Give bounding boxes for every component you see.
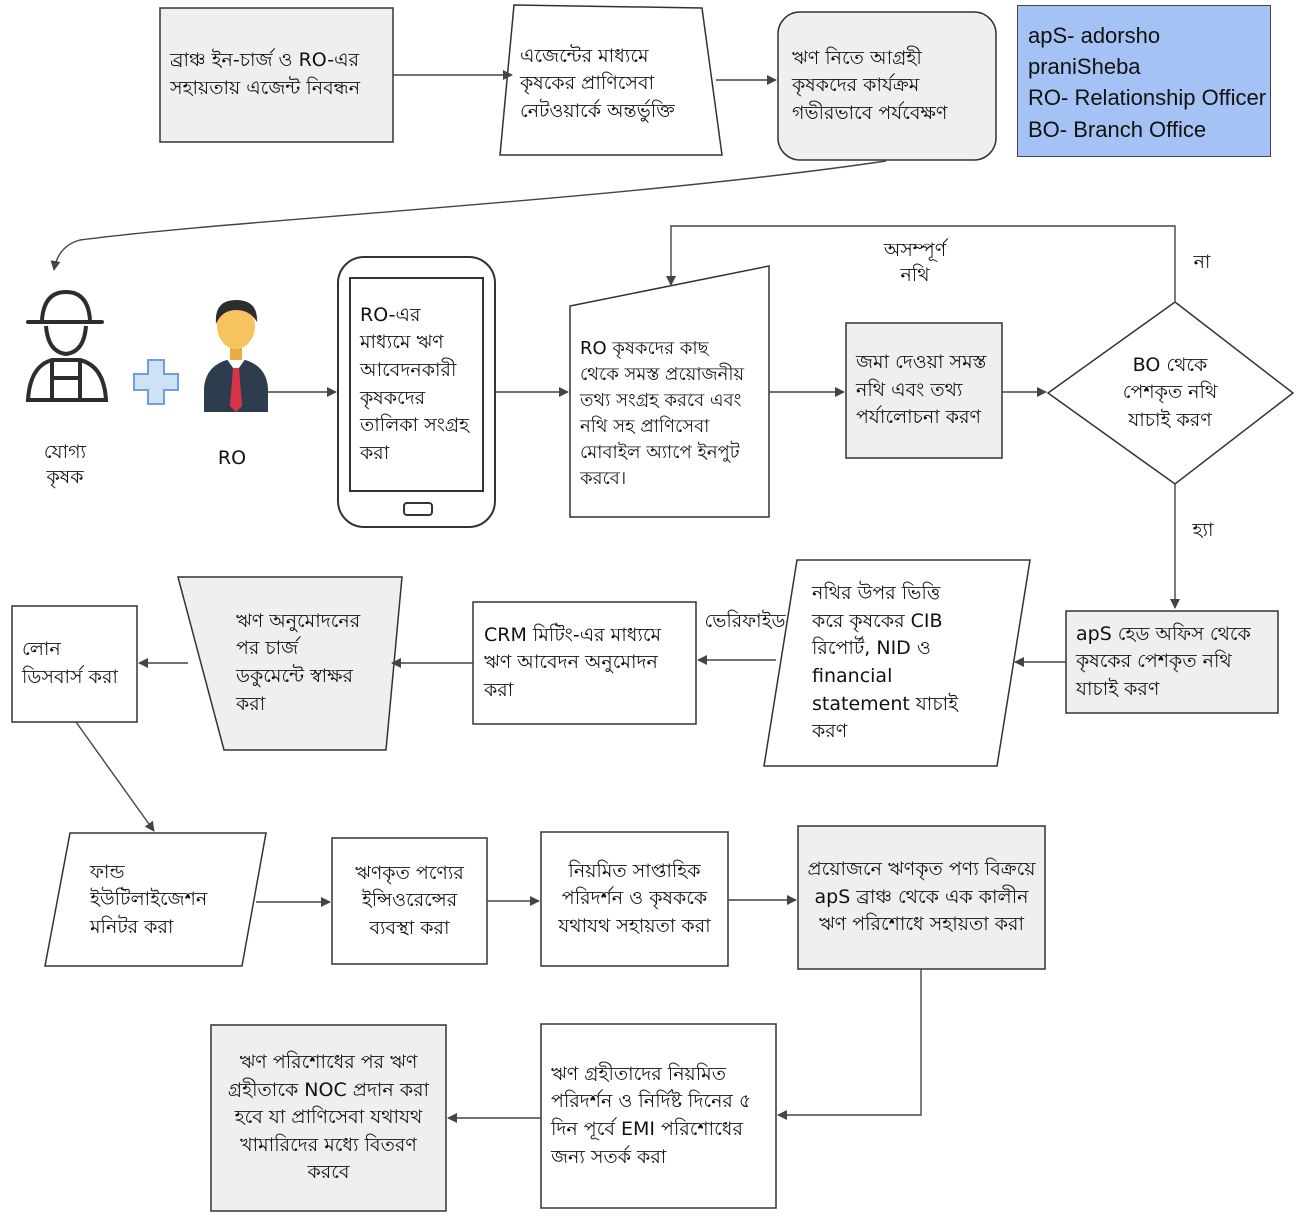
incomplete-docs-label: অসম্পূর্ণ নথি xyxy=(883,239,947,286)
legend-line-4: BO- Branch Office xyxy=(1028,116,1207,142)
crm-approval-text: CRM মিটিং-এর মাধ্যমে ঋণ আবেদন অনুমোদন কর… xyxy=(484,623,662,701)
legend-line-1: apS- adorsho xyxy=(1028,23,1161,48)
bo-verify-text: BO থেকে পেশকৃত নথি যাচাই করণ xyxy=(1122,353,1218,431)
loan-disburse-box xyxy=(11,605,138,723)
ro-label: RO xyxy=(217,447,247,469)
review-docs-text: জমা দেওয়া সমস্ত নথি এবং তথ্য পর্যালোচনা… xyxy=(856,351,987,429)
hq-verify-text: apS হেড অফিস থেকে কৃষকের পেশকৃত নথি যাচা… xyxy=(1076,622,1251,700)
arrow-bo-no-loop xyxy=(666,225,1176,302)
legend-line-3: RO- Relationship Officer xyxy=(1028,85,1267,111)
verified-label: ভেরিফাইড xyxy=(704,610,786,632)
legend-line-2: praniSheba xyxy=(1028,54,1141,80)
no-label: না xyxy=(1193,251,1211,273)
emi-alert-text: ঋণ গ্রহীতাদের নিয়মিত পরিদর্শন ও নির্দিষ… xyxy=(551,1062,752,1168)
arrow-sale-to-emi xyxy=(777,969,922,1120)
collect-info-shape xyxy=(569,265,770,518)
phone-home-button xyxy=(403,502,433,516)
phone-screen xyxy=(349,277,484,492)
arrow-3-to-farmer xyxy=(50,160,887,271)
arrow-disburse-to-fund xyxy=(75,721,155,832)
cib-check-parallelogram xyxy=(763,559,1031,767)
monitoring-rounded-box xyxy=(777,11,997,161)
emi-alert-box xyxy=(540,1023,777,1209)
weekly-visit-box xyxy=(540,831,729,967)
plus-sign xyxy=(133,359,179,405)
noc-text: ঋণ পরিশোধের পর ঋণ গ্রহীতাকে NOC প্রদান ক… xyxy=(227,1051,430,1184)
farmer-inclusion-trapezoid xyxy=(499,4,723,156)
review-docs-box xyxy=(845,322,1003,459)
monitoring-text: ঋণ নিতে আগ্রহী কৃষকদের কার্যক্রম গভীরভাব… xyxy=(792,46,948,124)
fund-monitor-parallelogram xyxy=(44,832,267,967)
agent-registration-box xyxy=(159,7,394,143)
sale-assist-text: প্রয়োজনে ঋণকৃত পণ্য বিক্রয়ে apS ব্রাঞ্… xyxy=(807,858,1036,936)
hq-verify-box xyxy=(1065,610,1279,714)
charge-doc-trapezoid xyxy=(177,576,403,751)
farmer-inclusion-text: এজেন্টের মাধ্যমে কৃষকের প্রাণিসেবা নেটওয… xyxy=(520,44,675,122)
loan-disburse-text: লোন ডিসবার্স করা xyxy=(22,638,118,688)
crm-approval-box xyxy=(472,601,697,725)
yes-label: হ্যা xyxy=(1192,519,1214,541)
noc-box xyxy=(210,1024,447,1212)
insurance-box xyxy=(331,837,488,965)
farmer-icon xyxy=(25,289,109,402)
ro-officer-icon xyxy=(204,300,268,412)
weekly-visit-text: নিয়মিত সাপ্তাহিক পরিদর্শন ও কৃষককে যথায… xyxy=(558,859,711,937)
legend-box: apS- adorsho praniSheba RO- Relationship… xyxy=(1017,5,1271,157)
eligible-farmer-label: যোগ্য কৃষক xyxy=(43,441,87,488)
sale-assist-box xyxy=(797,825,1046,970)
cib-check-text: নথির উপর ভিত্তি করে কৃষকের CIB রিপোর্ট, … xyxy=(812,582,958,743)
collect-info-text: RO কৃষকদের কাছ থেকে সমস্ত প্রয়োজনীয় তথ… xyxy=(580,337,745,490)
agent-registration-text: ব্রাঞ্চ ইন-চার্জ ও RO-এর সহায়তায় এজেন্… xyxy=(170,49,361,99)
charge-doc-text: ঋণ অনুমোদনের পর চার্জ ডকুমেন্টে স্বাক্ষর… xyxy=(236,609,361,715)
phone-text: RO-এর মাধ্যমে ঋণ আবেদনকারী কৃষকদের তালিক… xyxy=(360,303,470,464)
insurance-text: ঋণকৃত পণ্যের ইন্সিওরেন্সের ব্যবস্থা করা xyxy=(355,861,464,939)
fund-monitor-text: ফান্ড ইউটিলাইজেশন মনিটর করা xyxy=(90,860,208,938)
